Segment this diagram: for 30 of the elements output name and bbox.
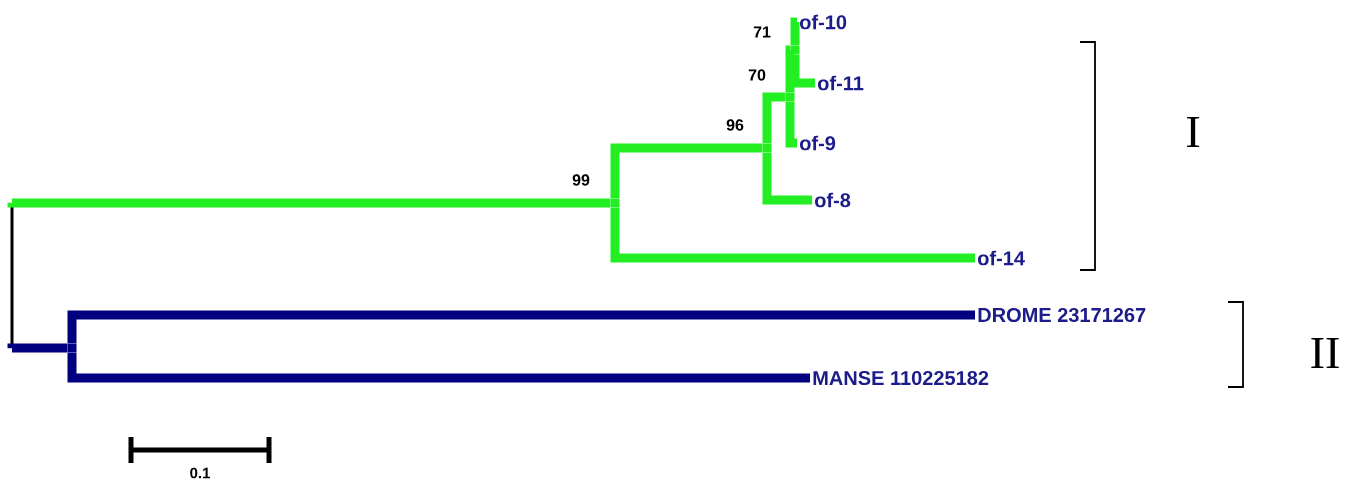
tree-branch <box>610 207 975 263</box>
branch-point <box>67 343 77 353</box>
taxon-label: of-8 <box>815 192 851 208</box>
bootstrap-value: 99 <box>572 174 590 186</box>
branch-point <box>785 92 795 102</box>
tree-branch <box>610 143 763 199</box>
tree-branch <box>785 45 795 93</box>
bootstrap-value: 71 <box>753 26 771 38</box>
tree-branch <box>7 343 68 353</box>
bootstrap-value: 70 <box>748 69 766 81</box>
tree-branch <box>785 101 797 148</box>
tree-branch <box>762 92 786 144</box>
scale-label: 0.1 <box>190 467 210 479</box>
taxon-label: of-9 <box>800 135 836 151</box>
branch-point <box>610 198 620 208</box>
tree-branch <box>67 310 975 344</box>
clade-label: I <box>1187 116 1200 148</box>
taxon-label: MANSE 110225182 <box>813 370 989 386</box>
branch-point <box>762 143 772 153</box>
tree-branch <box>790 17 800 46</box>
taxon-label: of-11 <box>818 75 864 91</box>
bootstrap-value: 96 <box>726 119 744 131</box>
branch-point <box>790 45 800 55</box>
clade-label: II <box>1311 337 1339 369</box>
tree-branch <box>7 198 611 208</box>
tree-branch <box>67 352 810 383</box>
taxon-label: DROME 23171267 <box>978 307 1146 323</box>
tree-branch <box>762 152 812 205</box>
taxon-label: of-10 <box>800 14 847 30</box>
taxon-label: of-14 <box>978 250 1025 266</box>
